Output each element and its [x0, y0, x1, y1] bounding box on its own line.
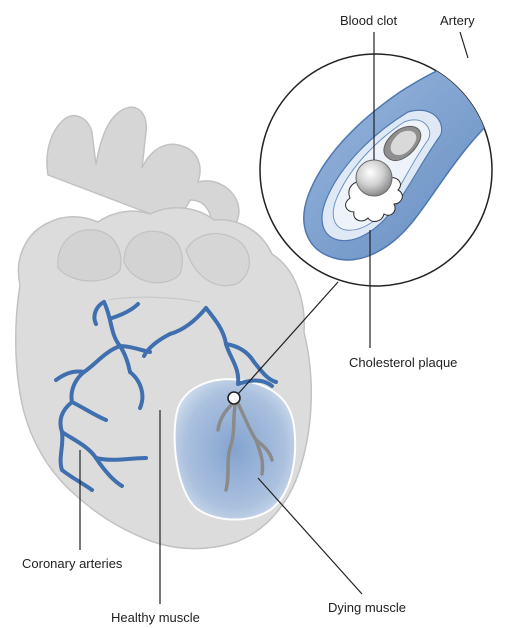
label-blood-clot: Blood clot: [340, 13, 397, 29]
leader-artery: [460, 32, 468, 58]
label-dying-muscle: Dying muscle: [328, 600, 406, 616]
label-cholesterol-plaque: Cholesterol plaque: [349, 355, 457, 371]
label-healthy-muscle: Healthy muscle: [111, 610, 200, 626]
label-coronary-arteries: Coronary arteries: [22, 556, 122, 572]
magnified-artery: [260, 40, 514, 286]
leader-dying-muscle: [258, 478, 362, 594]
blood-clot-icon: [356, 160, 392, 196]
label-artery: Artery: [440, 13, 475, 29]
